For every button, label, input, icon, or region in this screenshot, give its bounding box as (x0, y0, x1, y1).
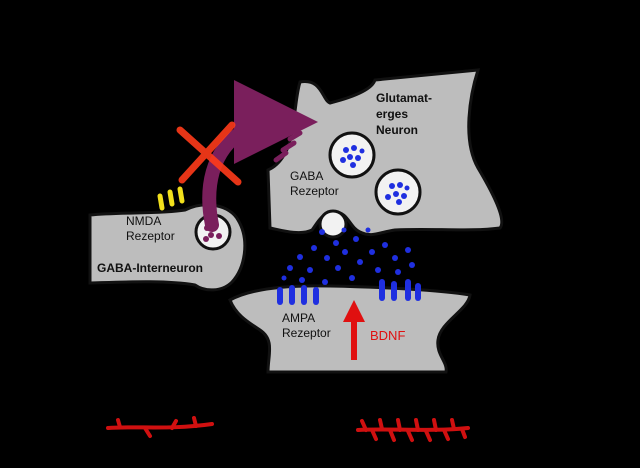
released-glutamate (281, 227, 415, 285)
glutamatergic-neuron-body (266, 68, 504, 237)
dendrite-dense-icon (356, 418, 470, 442)
ampa-label-1: AMPA (282, 311, 315, 325)
gaba-receptor-label-2: Rezeptor (290, 184, 339, 198)
postsynaptic-neuron-body (228, 284, 472, 374)
ampa-label-2: Rezeptor (282, 326, 331, 340)
nmda-label-2: Rezeptor (126, 229, 175, 243)
glutamatergic-label-3: Neuron (376, 123, 418, 137)
ampa-receptors-right (379, 279, 421, 301)
gaba-interneuron-label: GABA-Interneuron (97, 261, 203, 275)
glutamatergic-label-1: Glutamat- (376, 91, 432, 105)
glutamatergic-label-2: erges (376, 107, 408, 121)
blocked-cross (176, 121, 242, 186)
bdnf-label: BDNF (370, 328, 405, 343)
nmda-receptors (157, 186, 185, 211)
dendrite-sparse-icon (106, 416, 214, 438)
gaba-release-arrow (202, 80, 318, 232)
ampa-receptors-left (277, 285, 319, 305)
bdnf-arrow-head (343, 300, 365, 322)
gaba-receptor-label-1: GABA (290, 169, 323, 183)
nmda-label-1: NMDA (126, 214, 161, 228)
vesicle-release (318, 209, 348, 239)
glutamate-in-vesicles (340, 145, 410, 205)
